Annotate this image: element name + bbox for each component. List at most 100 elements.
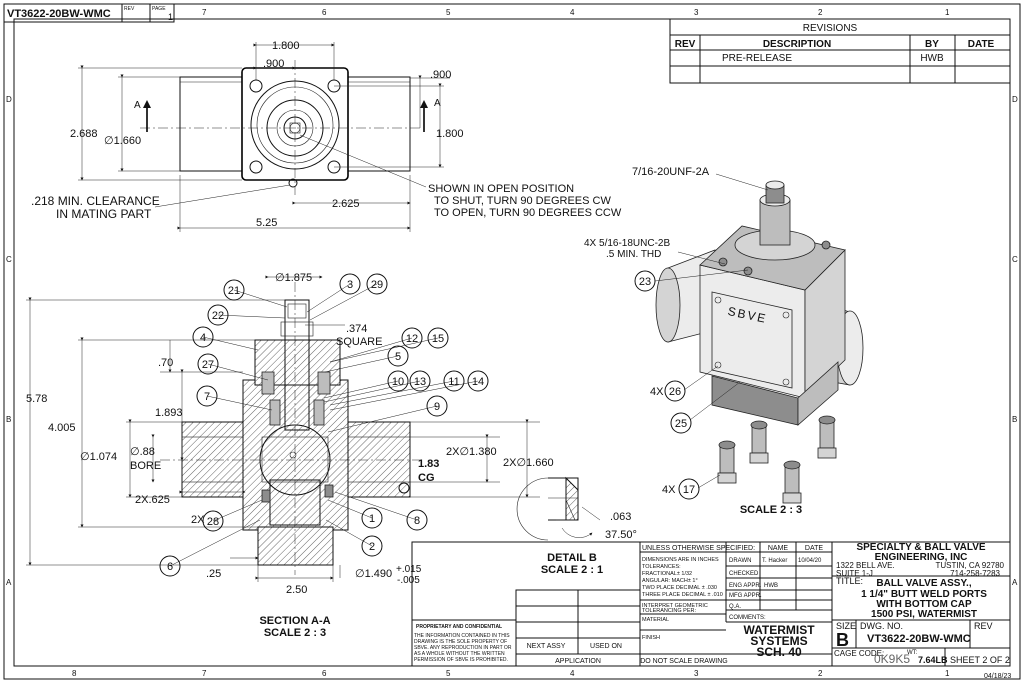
section-marker-right: A: [434, 98, 441, 109]
balloon-8: [406, 509, 428, 531]
balloon-28: [202, 510, 224, 532]
cage-code-label: CAGE CODE:: [834, 649, 884, 658]
zone-col-bottom-4: 4: [570, 669, 575, 678]
top-title-tab: VT3622-20BW-WMC REV PAGE 1: [3, 3, 175, 23]
dim-4005: 4.005: [48, 422, 76, 434]
iso-balloon-25-text: 25: [675, 418, 687, 430]
iso-balloon-23: [634, 270, 656, 292]
company-line-1: SPECIALTY & BALL VALVE: [856, 542, 985, 553]
name-col-header: NAME: [768, 545, 789, 552]
iso-balloon-26-prefix: 4X: [650, 386, 664, 398]
date-stamp: 04/18/23: [984, 673, 1011, 680]
detail-b-dim-063: .063: [610, 511, 631, 523]
dim-88: ∅.88: [130, 446, 155, 458]
dim-900-right: .900: [430, 69, 451, 81]
dim-70: .70: [158, 357, 173, 369]
zone-col-bottom-5: 5: [446, 669, 451, 678]
balloon-leader: [327, 499, 373, 519]
iso-caption: SCALE 2 : 3: [740, 504, 802, 516]
balloon-label: 8: [414, 515, 420, 527]
spec-line-3: FRACTIONAL± 1/32: [642, 571, 692, 577]
iso-view: SBVE 7/16-20UNF-2A 4X 5/16-18UNC-2B .5 M…: [584, 166, 864, 516]
balloon-label: 3: [347, 279, 353, 291]
iso-balloon-25: [670, 412, 692, 434]
balloon-5: [387, 345, 409, 367]
balloon-label: 1: [369, 513, 375, 525]
size-label: SIZE: [836, 621, 856, 631]
top-dwg-number: VT3622-20BW-WMC: [7, 8, 111, 20]
dim-1875: ∅1.875: [275, 272, 312, 284]
zone-col-top-5: 5: [446, 8, 451, 17]
sheet-label: SHEET 2 OF 2: [950, 655, 1010, 665]
prop-line-4: AS A WHOLE WITHOUT THE WRITTEN: [414, 651, 505, 657]
dim-1490-minus: -.005: [397, 575, 420, 586]
position-note-line-3: TO OPEN, TURN 90 DEGREES CCW: [434, 207, 622, 219]
dim-2x-28: 2X: [191, 514, 205, 526]
dim-25: .25: [206, 568, 221, 580]
balloon-label: 15: [432, 333, 444, 345]
top-view-right-port: [347, 76, 411, 172]
balloon-leader: [169, 519, 261, 567]
material-note-3: SCH. 40: [756, 645, 802, 659]
balloon-leader: [233, 289, 288, 308]
balloon-label: 12: [406, 333, 418, 345]
detail-b: .063 37.50° DETAIL B SCALE 2 : 1: [516, 476, 637, 576]
balloon-10: [387, 370, 409, 392]
balloon-leader: [329, 380, 479, 411]
balloon-leader: [329, 337, 439, 363]
zone-col-top-7: 7: [202, 8, 207, 17]
zone-col-bottom-8: 8: [72, 669, 77, 678]
zone-col-bottom-2: 2: [818, 669, 823, 678]
detail-b-angle: 37.50°: [605, 529, 637, 541]
balloon-leader: [202, 336, 259, 351]
dim-1800-right: 1.800: [436, 128, 464, 140]
balloon-label: 13: [414, 376, 426, 388]
balloon-leader: [329, 337, 413, 363]
section-bottom-cap: [257, 526, 334, 566]
title-line-1: BALL VALVE ASSY.,: [876, 578, 971, 589]
zone-row-right-c: C: [1012, 255, 1018, 264]
zone-row-right-a: A: [1012, 578, 1018, 587]
dwg-no-value: VT3622-20BW-WMC: [867, 633, 971, 645]
address-line-2: SUITE 1-J: [836, 569, 873, 578]
weight-label: WT:: [907, 650, 918, 656]
zone-row-left-a: A: [6, 578, 12, 587]
detail-b-caption-1: DETAIL B: [547, 552, 597, 564]
revisions-table: REVISIONS REV DESCRIPTION BY DATE PRE-RE…: [669, 18, 1011, 84]
balloon-12: [401, 327, 423, 349]
top-rev-label: REV: [124, 6, 135, 12]
rev-label: REV: [974, 621, 993, 631]
prop-line-2: DRAWING IS THE SOLE PROPERTY OF: [414, 639, 507, 645]
used-on-label: USED ON: [590, 643, 622, 650]
dim-900-top: .900: [263, 58, 284, 70]
zone-col-bottom-1: 1: [945, 669, 950, 678]
iso-balloon-17-prefix: 4X: [662, 484, 676, 496]
top-view-left-port: [179, 76, 243, 172]
next-assy-label: NEXT ASSY: [527, 643, 566, 650]
balloon-leader: [327, 405, 438, 433]
position-note-line-1: SHOWN IN OPEN POSITION: [428, 183, 574, 195]
balloon-3: [339, 273, 361, 295]
dim-2625: 2.625: [332, 198, 360, 210]
material-note-1: WATERMIST: [743, 623, 815, 637]
rev-row-by: HWB: [920, 53, 944, 64]
role-qa: Q.A.: [729, 604, 741, 610]
dim-2x1380: 2X∅1.380: [446, 446, 497, 458]
clearance-note-line-2: IN MATING PART: [56, 207, 152, 221]
balloon-29: [366, 273, 388, 295]
zone-markers: 7 6 5 4 3 2 1 8 7 6 5 4 3 2 1 D C B A D …: [6, 8, 1018, 678]
dim-578: 5.78: [26, 393, 47, 405]
balloon-label: 28: [207, 516, 219, 528]
section-caption-line-2: SCALE 2 : 3: [264, 627, 326, 639]
zone-col-bottom-6: 6: [322, 669, 327, 678]
rev-col-rev: REV: [675, 39, 696, 50]
zone-row-right-b: B: [1012, 415, 1017, 424]
section-marker-left: A: [134, 100, 141, 111]
revisions-title: REVISIONS: [803, 23, 858, 34]
balloon-label: 27: [202, 359, 214, 371]
balloon-leader: [325, 519, 373, 547]
iso-note-stem-thread: 7/16-20UNF-2A: [632, 166, 710, 178]
